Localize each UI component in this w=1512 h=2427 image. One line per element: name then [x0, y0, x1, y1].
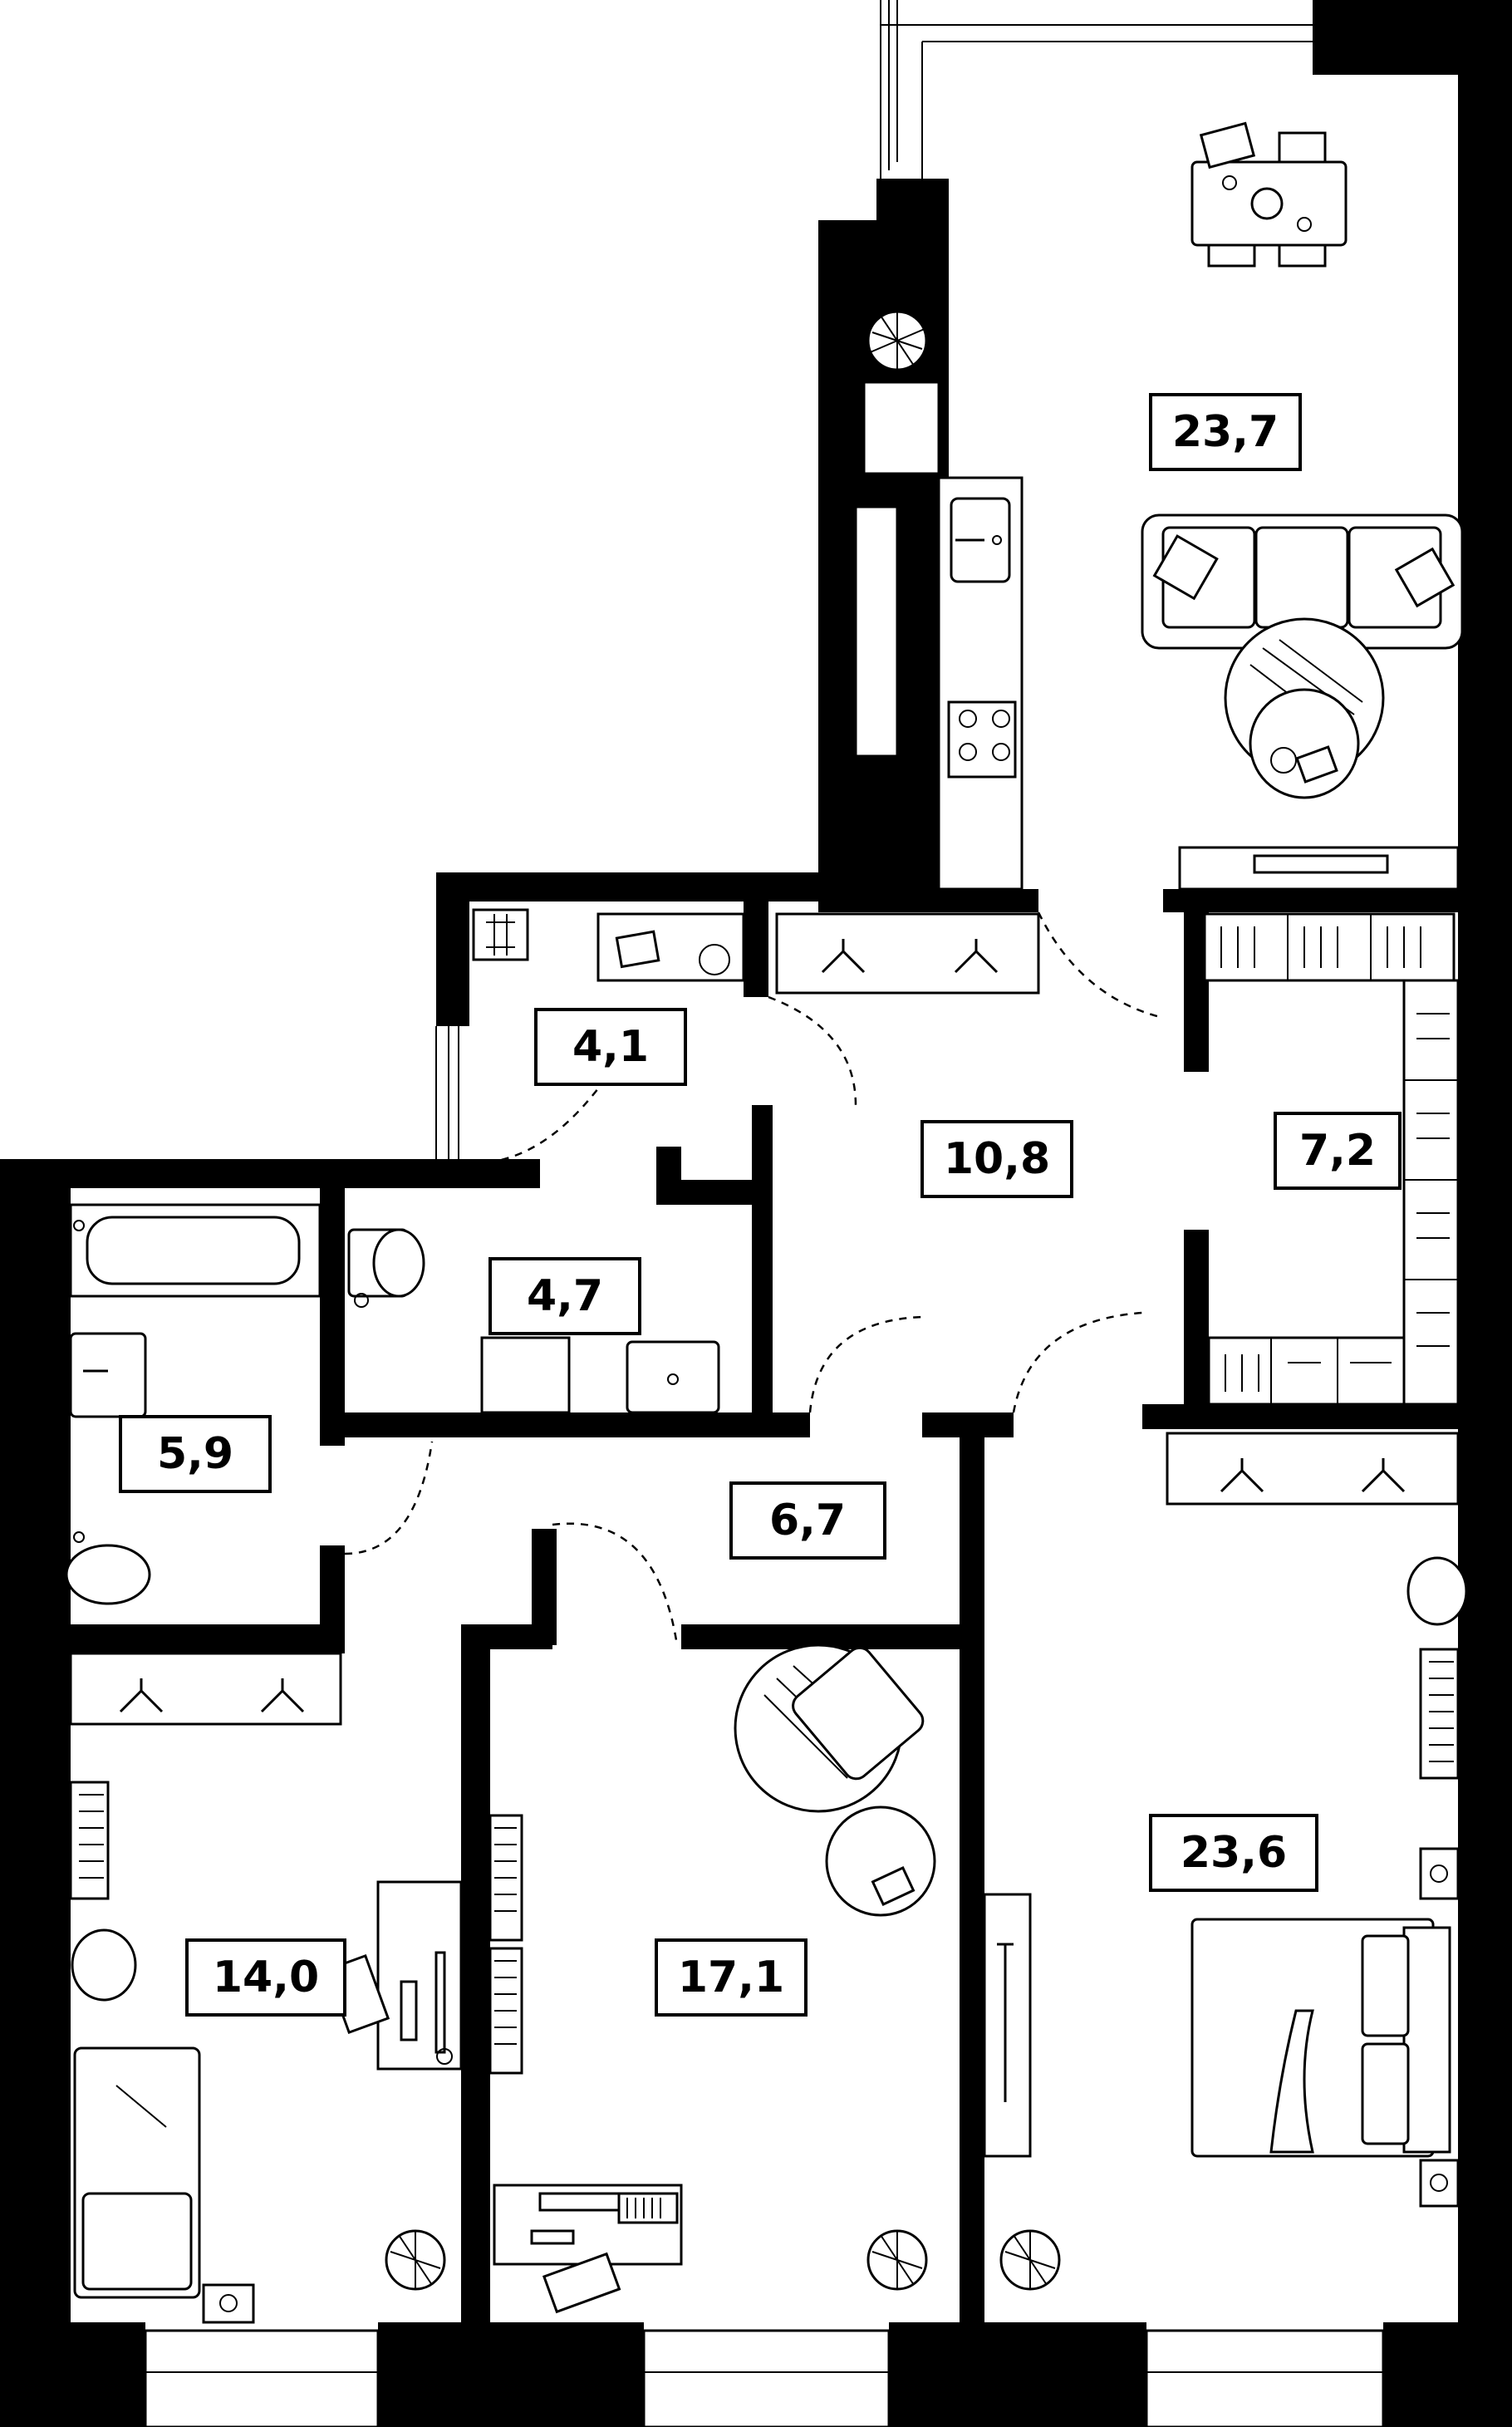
area-bedroom-master: 23,6 — [1181, 1828, 1287, 1878]
room-label-loggia: 4,1 — [534, 1008, 687, 1086]
room-label-wardrobe: 7,2 — [1274, 1112, 1402, 1190]
closet-shelves-icon — [1203, 912, 1460, 1406]
tv-console-icon — [1178, 846, 1460, 891]
room-label-bathroom: 5,9 — [119, 1415, 272, 1493]
room-label-bedroom-middle: 17,1 — [655, 1938, 808, 2017]
dining-table-icon — [1190, 121, 1348, 268]
hall-wardrobe-icon — [775, 912, 1040, 995]
area-bedroom-middle: 17,1 — [678, 1953, 784, 2002]
area-hall: 10,8 — [944, 1134, 1050, 1184]
rug-icon — [1224, 617, 1385, 799]
room-labels: 23,7 10,8 4,1 7,2 4,7 5,9 6,7 14,0 — [119, 393, 1402, 2017]
area-living-kitchen: 23,7 — [1172, 407, 1279, 457]
area-loggia: 4,1 — [572, 1022, 649, 1072]
room-label-corridor: 6,7 — [729, 1481, 886, 1560]
furniture — [65, 121, 1468, 2324]
bathtub-icon — [65, 1203, 322, 1605]
room-label-bedroom-left: 14,0 — [185, 1938, 346, 2017]
room-label-bedroom-master: 23,6 — [1149, 1814, 1318, 1892]
sofa-icon — [1141, 513, 1464, 650]
area-corridor: 6,7 — [769, 1496, 846, 1545]
windows — [144, 0, 1385, 2427]
fridge-icon — [862, 381, 940, 475]
plant-icon — [866, 309, 928, 372]
loggia-furniture-icon — [472, 908, 745, 982]
area-bedroom-left: 14,0 — [213, 1953, 319, 2002]
room-label-toilet: 4,7 — [488, 1257, 641, 1335]
master-bedroom-furniture-icon — [983, 1432, 1468, 2291]
toilet-icon — [347, 1228, 720, 1414]
kitchen-counter-icon — [937, 476, 1024, 891]
middle-bedroom-furniture-icon — [488, 1643, 936, 2314]
area-wardrobe: 7,2 — [1299, 1126, 1376, 1176]
left-bedroom-furniture-icon — [69, 1652, 463, 2324]
room-label-living-kitchen: 23,7 — [1149, 393, 1302, 471]
area-toilet: 4,7 — [527, 1271, 603, 1321]
area-bathroom: 5,9 — [157, 1429, 233, 1479]
door-swings — [344, 911, 1164, 1646]
room-label-hall: 10,8 — [920, 1120, 1073, 1198]
